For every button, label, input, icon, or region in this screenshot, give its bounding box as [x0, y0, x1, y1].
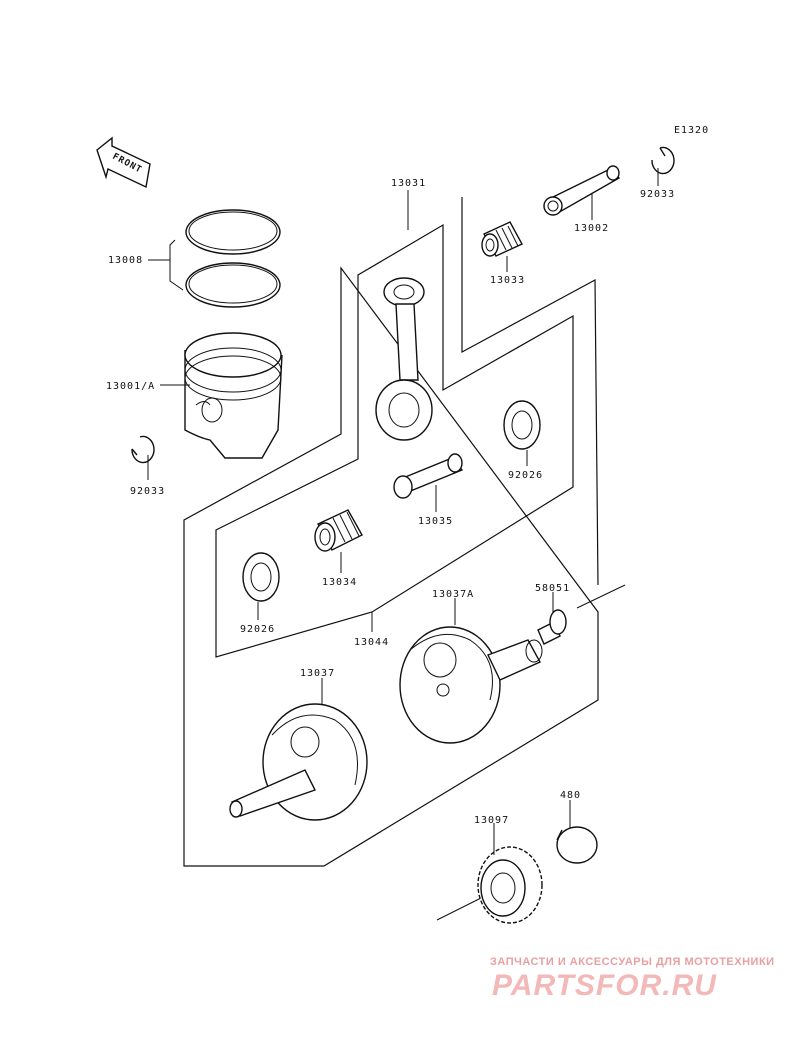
label-480: 480	[560, 790, 581, 801]
piston-pin	[543, 165, 621, 216]
thrust-washer-left	[242, 552, 280, 602]
label-13002: 13002	[574, 223, 609, 234]
crank-half-right	[399, 626, 543, 744]
needle-bearing-large	[314, 509, 363, 552]
label-13044: 13044	[354, 637, 389, 648]
thrust-washer-right	[503, 400, 541, 450]
label-13001A: 13001/A	[106, 381, 155, 392]
label-92033-left: 92033	[130, 486, 165, 497]
crank-gear-small	[537, 609, 567, 645]
front-arrow-icon: FRONT	[96, 136, 151, 189]
watermark-brand: PARTSFOR.RU	[492, 969, 717, 1002]
group-frame-13044	[215, 223, 574, 658]
label-13035: 13035	[418, 516, 453, 527]
piston-rings	[185, 209, 281, 308]
group-frame-13031	[183, 197, 599, 867]
label-13008: 13008	[108, 255, 143, 266]
label-13037: 13037	[300, 668, 335, 679]
piston	[184, 332, 283, 459]
label-13034: 13034	[322, 577, 357, 588]
label-13097: 13097	[474, 815, 509, 826]
circlip-480	[556, 826, 598, 864]
diagram-code: E1320	[674, 125, 709, 136]
label-92033-top: 92033	[640, 189, 675, 200]
needle-bearing-small	[481, 221, 523, 257]
crank-pin	[393, 453, 464, 499]
circlip-top	[651, 146, 675, 175]
crank-half-left	[229, 703, 368, 821]
label-13031: 13031	[391, 178, 426, 189]
label-13033: 13033	[490, 275, 525, 286]
watermark-tagline: ЗАПЧАСТИ И АКСЕССУАРЫ ДЛЯ МОТОТЕХНИКИ	[490, 956, 775, 968]
primary-gear	[477, 846, 543, 924]
label-92026-right: 92026	[508, 470, 543, 481]
connecting-rod	[375, 277, 433, 441]
label-13037A: 13037A	[432, 589, 474, 600]
circlip-left	[131, 435, 155, 464]
label-58051: 58051	[535, 583, 570, 594]
label-92026-left: 92026	[240, 624, 275, 635]
